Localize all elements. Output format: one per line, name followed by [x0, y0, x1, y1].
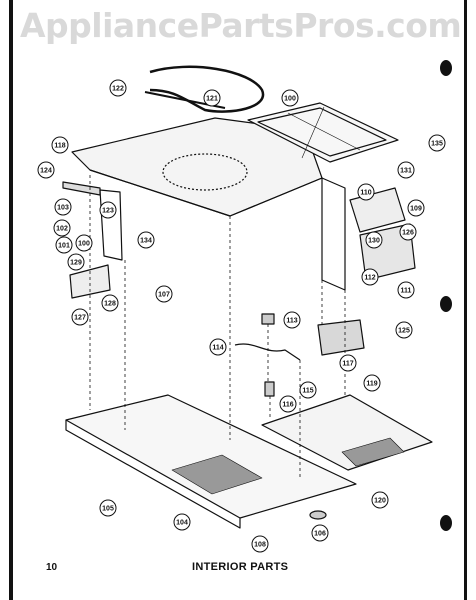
callout-108: 108 [254, 542, 266, 549]
callout-128: 128 [104, 301, 116, 308]
callout-124: 124 [40, 168, 52, 175]
binding-hole-bottom [440, 515, 452, 531]
callout-104: 104 [176, 520, 188, 527]
sheet-edge-left [9, 0, 13, 600]
callout-103: 103 [57, 205, 69, 212]
callout-109: 109 [410, 206, 422, 213]
thermal-cutout [261, 313, 275, 325]
binding-hole-top [440, 60, 452, 76]
callout-116: 116 [282, 402, 293, 409]
callout-135: 135 [431, 141, 443, 148]
callout-107: 107 [158, 292, 170, 299]
callout-126: 126 [402, 230, 414, 237]
callout-100-tray: 100 [284, 96, 296, 103]
callout-115: 115 [302, 388, 313, 395]
left-strap [62, 181, 101, 196]
transformer [317, 319, 365, 356]
base-vent [171, 454, 263, 495]
callout-122: 122 [112, 86, 124, 93]
callout-112: 112 [364, 275, 375, 282]
callout-129: 129 [70, 260, 82, 267]
callout-111: 111 [401, 288, 412, 295]
base-plate-lip [65, 420, 241, 529]
callout-127: 127 [74, 315, 86, 322]
callout-106: 106 [314, 531, 326, 538]
callout-119: 119 [366, 381, 377, 388]
sheet-edge-right [464, 0, 467, 600]
watermark-text: AppliancePartsPros.com [20, 6, 462, 45]
binding-hole-middle [440, 296, 452, 312]
callout-101: 101 [58, 243, 70, 250]
callout-121: 121 [206, 96, 218, 103]
callout-130: 130 [368, 238, 380, 245]
fuse [264, 381, 275, 397]
left-bracket [99, 189, 123, 261]
glass-tray-inner [257, 107, 387, 157]
callout-134: 134 [140, 238, 152, 245]
callout-102: 102 [56, 226, 68, 233]
callout-131: 131 [400, 168, 412, 175]
callout-100-screw: 100 [78, 241, 90, 248]
callout-123: 123 [102, 208, 114, 215]
side-panel [321, 177, 346, 291]
callout-120: 120 [374, 498, 386, 505]
callout-125: 125 [398, 328, 410, 335]
wire-harness [234, 343, 301, 361]
callout-114: 114 [212, 345, 223, 352]
stirrer-vent [341, 437, 405, 467]
foot [309, 510, 327, 520]
fan-grille [162, 153, 248, 191]
callout-113: 113 [286, 318, 297, 325]
base-plate [65, 394, 357, 519]
callout-118: 118 [54, 143, 65, 150]
page-number: 10 [46, 562, 58, 573]
callout-105: 105 [102, 506, 114, 513]
callout-110: 110 [360, 190, 371, 197]
page-title: INTERIOR PARTS [192, 561, 289, 573]
lamp-bracket [69, 264, 111, 299]
callout-117: 117 [342, 361, 353, 368]
